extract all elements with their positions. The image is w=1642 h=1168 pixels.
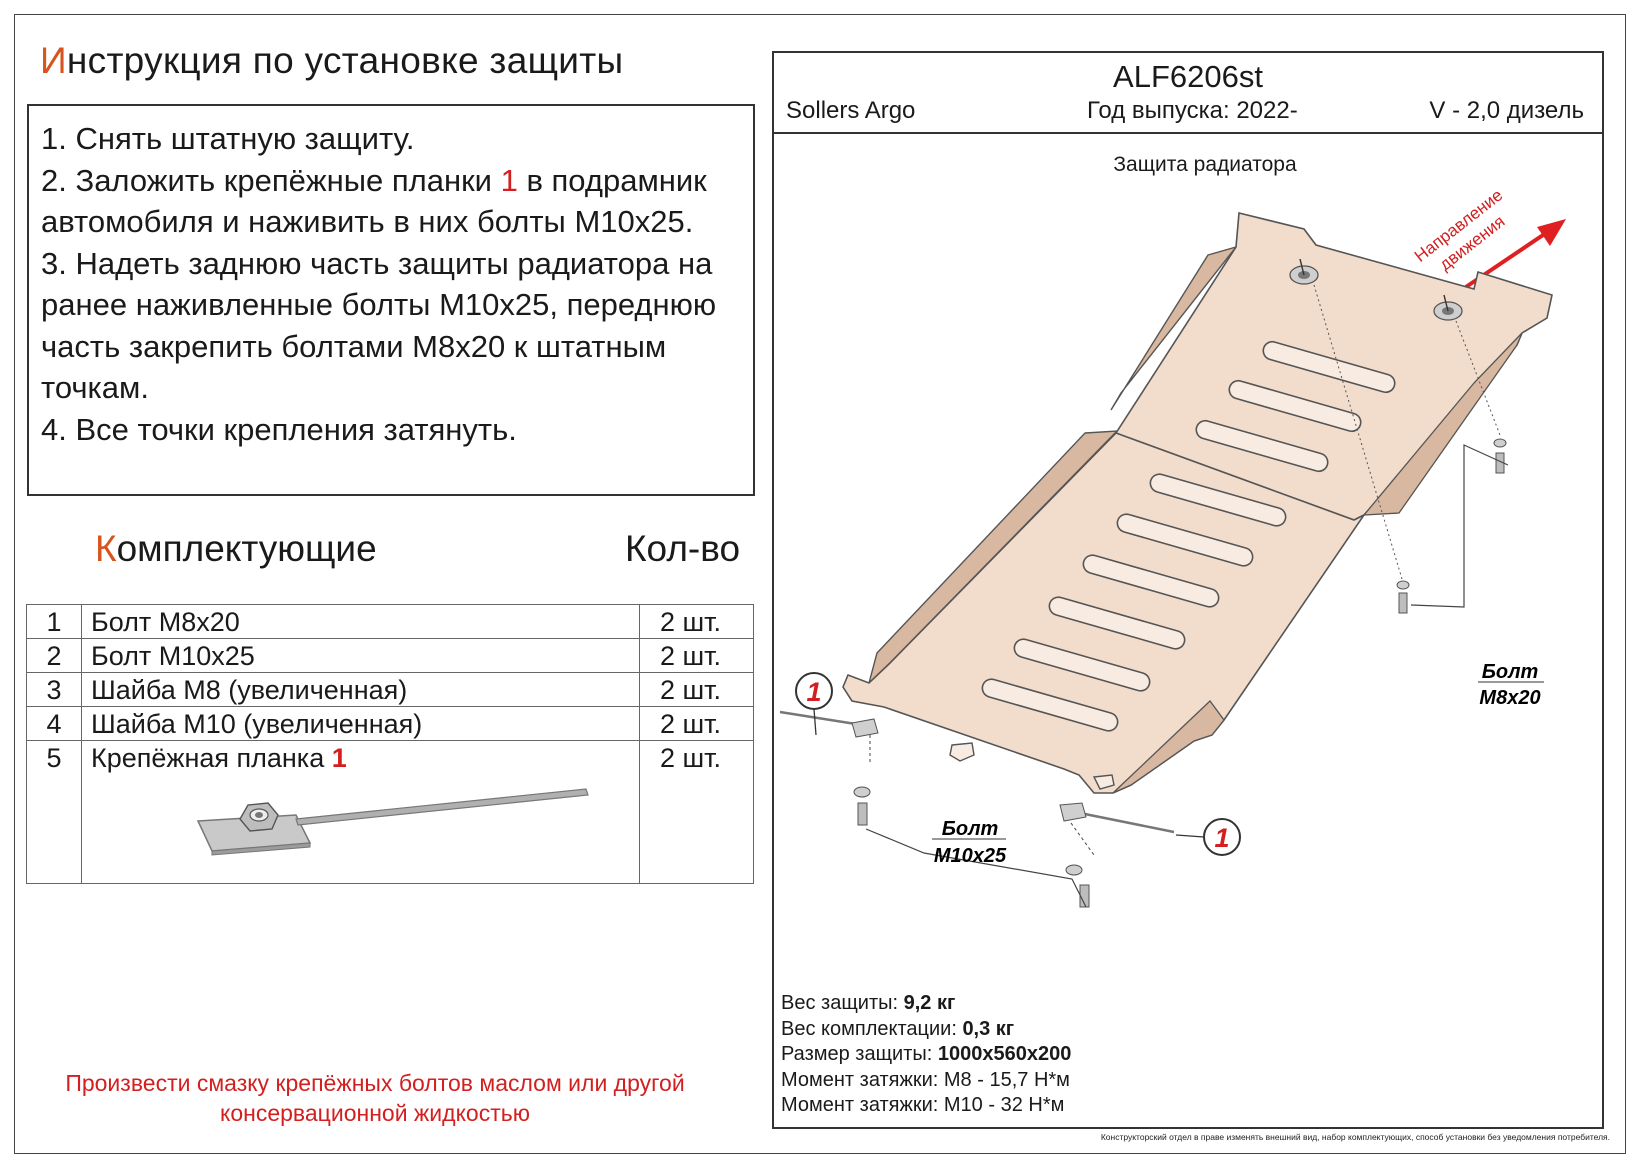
spec-torque-m10: Момент затяжки: М10 - 32 Н*м — [781, 1094, 1065, 1116]
spec-kit-weight: Вес комплектации: 0,3 кг — [781, 1017, 1015, 1040]
row-name: Болт М8х20 — [81, 604, 640, 639]
specifications: Вес защиты: 9,2 кг Вес комплектации: 0,3… — [781, 991, 1071, 1119]
part-ref-1: 1 — [500, 162, 518, 198]
direction-label: Направление движения — [1411, 185, 1509, 274]
bolt-m8-label: Болт M8x20 — [1478, 661, 1544, 709]
vehicle-model: Sollers Argo — [786, 97, 916, 124]
svg-text:M10x25: M10x25 — [934, 845, 1007, 867]
row-number: 3 — [26, 672, 82, 707]
panel-header: ALF6206st Sollers Argo Год выпуска: 2022… — [774, 53, 1602, 134]
part-ref-1: 1 — [331, 743, 347, 773]
spec-size: Размер защиты: 1000х560х200 — [781, 1043, 1072, 1065]
svg-text:M8x20: M8x20 — [1479, 687, 1540, 709]
page-title: Инструкция по установке защиты — [40, 40, 624, 81]
instruction-step-4: 4. Все точки крепления затянуть. — [41, 411, 517, 447]
mounting-strip — [779, 710, 879, 738]
small-cutout — [949, 742, 975, 762]
row-number: 5 — [26, 740, 82, 884]
row-qty: 2 шт. — [639, 638, 754, 673]
table-row: 5 Крепёжная планка 1 2 шт. — [26, 740, 754, 884]
callout-part-1: 1 — [795, 672, 833, 736]
small-cutout — [1092, 774, 1115, 790]
row-qty: 2 шт. — [639, 706, 754, 741]
instructions-box: 1. Снять штатную защиту. 2. Заложить кре… — [27, 104, 755, 496]
side-wall — [1110, 245, 1238, 411]
row-number: 1 — [26, 604, 82, 639]
bolt-m8-icon — [1396, 580, 1410, 614]
cooling-slots — [981, 340, 1396, 732]
mounting-strip-illustration — [196, 788, 589, 856]
engine-spec: V - 2,0 дизель — [1429, 97, 1584, 124]
instruction-step-1: 1. Снять штатную защиту. — [41, 121, 415, 156]
bolt-m8-icon — [1493, 438, 1507, 474]
side-wall — [1362, 332, 1523, 516]
mount-hole — [1289, 258, 1319, 285]
mount-hole — [1433, 294, 1463, 321]
row-name: Крепёжная планка 1 — [81, 740, 640, 884]
product-panel: ALF6206st Sollers Argo Год выпуска: 2022… — [772, 51, 1604, 1129]
table-row: 2 Болт М10х25 2 шт. — [26, 638, 754, 673]
part-code: ALF6206st — [1113, 59, 1263, 94]
row-number: 2 — [26, 638, 82, 673]
disclaimer: Конструкторский отдел в праве изменять в… — [1100, 1132, 1610, 1142]
row-name: Болт М10х25 — [81, 638, 640, 673]
row-name: Шайба М10 (увеличенная) — [81, 706, 640, 741]
instruction-step-3: 3. Надеть заднюю часть защиты радиатора … — [41, 245, 717, 406]
callout-part-1: 1 — [1175, 818, 1241, 856]
direction-arrow-icon — [1455, 219, 1566, 295]
row-qty: 2 шт. — [639, 740, 754, 884]
bolt-m10-icon — [1065, 864, 1090, 908]
row-qty: 2 шт. — [639, 604, 754, 639]
lubrication-note: Произвести смазку крепёжных болтов масло… — [65, 1070, 685, 1126]
assembly-drawing: Направление движения — [779, 185, 1566, 908]
spec-weight: Вес защиты: 9,2 кг — [781, 992, 956, 1014]
mounting-strip — [1059, 802, 1175, 834]
table-row: 3 Шайба М8 (увеличенная) 2 шт. — [26, 672, 754, 707]
model-year: Год выпуска: 2022- — [1087, 97, 1298, 124]
svg-text:1: 1 — [1214, 823, 1229, 853]
quantity-title: Кол-во — [625, 528, 741, 569]
table-row: 4 Шайба М10 (увеличенная) 2 шт. — [26, 706, 754, 741]
components-title: Комплектующие — [95, 528, 377, 569]
table-row: 1 Болт М8х20 2 шт. — [26, 604, 754, 639]
instruction-step-2: 2. Заложить крепёжные планки 1 в подрамн… — [41, 162, 707, 240]
components-table: 1 Болт М8х20 2 шт. 2 Болт М10х25 2 шт. 3… — [26, 604, 754, 884]
row-qty: 2 шт. — [639, 672, 754, 707]
bolt-m10-label: Болт M10x25 — [932, 818, 1007, 867]
svg-text:Болт: Болт — [1482, 661, 1539, 683]
spec-torque-m8: Момент затяжки: М8 - 15,7 Н*м — [781, 1068, 1070, 1091]
drawing-sheet-border — [14, 14, 1626, 1154]
product-name: Защита радиатора — [1113, 153, 1297, 176]
bolt-m10-icon — [853, 786, 871, 826]
svg-text:1: 1 — [806, 677, 821, 707]
svg-text:Болт: Болт — [942, 818, 999, 840]
side-wall — [1112, 700, 1225, 794]
row-name: Шайба М8 (увеличенная) — [81, 672, 640, 707]
row-number: 4 — [26, 706, 82, 741]
